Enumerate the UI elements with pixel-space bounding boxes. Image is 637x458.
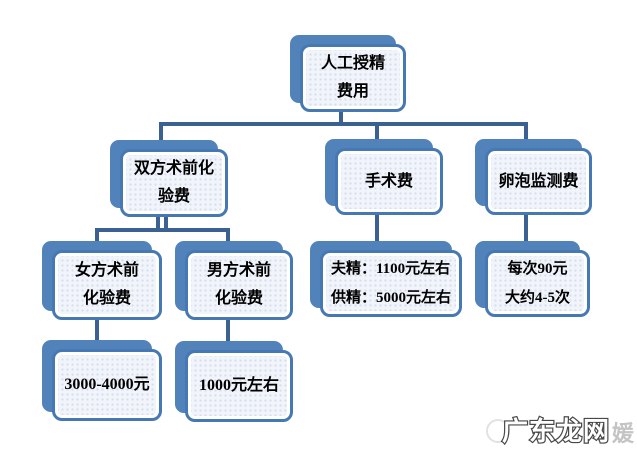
node-artificial-insemination-cost: 人工授精 费用	[290, 35, 406, 112]
node-female-pre-op-cost: 3000-4000元	[42, 340, 162, 421]
node-follicle-monitoring-detail: 每次90元 大约4-5次	[475, 241, 590, 317]
node-female-pre-op-cost-label: 3000-4000元	[52, 349, 162, 421]
node-female-pre-op-lab-label: 女方术前 化验费	[52, 250, 162, 320]
node-male-pre-op-cost-label: 1000元左右	[185, 350, 293, 422]
watermark-suffix: 媛	[612, 421, 635, 446]
node-female-pre-op-lab: 女方术前 化验费	[42, 241, 162, 320]
node-male-pre-op-lab-label: 男方术前 化验费	[185, 250, 293, 320]
node-surgery-fee-label: 手术费	[335, 148, 443, 215]
node-follicle-monitoring-fee-label: 卵泡监测费	[485, 148, 592, 215]
node-pre-op-lab-tests: 双方术前化 验费	[110, 140, 228, 217]
watermark-faint-mark	[486, 419, 510, 443]
node-follicle-monitoring-detail-label: 每次90元 大约4-5次	[485, 250, 590, 317]
watermark: 广东龙网 媛	[486, 415, 635, 447]
watermark-text: 广东龙网	[502, 416, 610, 446]
node-surgery-fee: 手术费	[325, 139, 443, 215]
node-artificial-insemination-cost-label: 人工授精 费用	[300, 44, 406, 112]
node-pre-op-lab-tests-label: 双方术前化 验费	[120, 149, 228, 217]
node-surgery-fee-detail-label: 夫精：1100元左右 供精：5000元左右	[320, 250, 462, 317]
node-male-pre-op-cost: 1000元左右	[175, 341, 293, 422]
node-follicle-monitoring-fee: 卵泡监测费	[475, 139, 592, 215]
node-surgery-fee-detail: 夫精：1100元左右 供精：5000元左右	[310, 241, 462, 317]
node-male-pre-op-lab: 男方术前 化验费	[175, 241, 293, 320]
